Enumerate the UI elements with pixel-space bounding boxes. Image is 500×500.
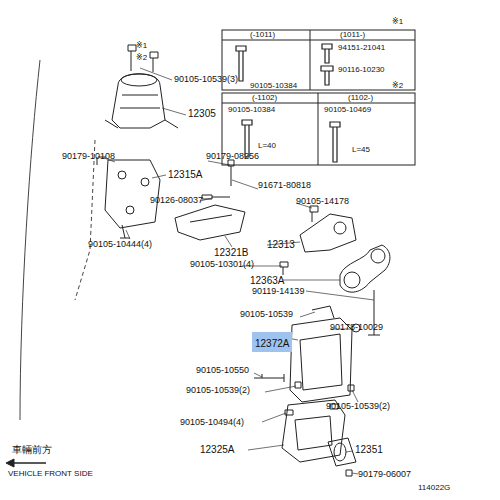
callout-number: 90116-10230	[338, 66, 385, 75]
part-number: 12305	[188, 108, 216, 119]
callout-number: 91671-80818	[258, 181, 311, 191]
part-number: 12315A	[168, 169, 202, 180]
part-number: 12363A	[250, 275, 284, 286]
callout-number: 90105-10444(4)	[88, 240, 152, 250]
callout-number: 90126-08037	[150, 196, 203, 206]
callout-number: 90179-10108	[62, 152, 115, 162]
callout-number: (-1102)	[252, 94, 277, 103]
callout-number: 90119-14139	[252, 287, 304, 297]
callout-number: 車輛前方	[12, 444, 52, 455]
part-number: 12321B	[214, 247, 248, 258]
callout-number: L=45	[352, 146, 370, 155]
callout-number: 114022G	[418, 484, 450, 493]
callout-number: (-1011)	[250, 31, 275, 40]
callout-number: 90179-06007	[358, 470, 411, 480]
callout-number: ※1	[136, 42, 147, 51]
callout-number: ※2	[136, 54, 147, 63]
callout-number: 94151-21041	[338, 44, 385, 53]
callout-number: 90105-10301(4)	[190, 260, 254, 270]
callout-number: 90178-10029	[330, 323, 383, 333]
callout-number: 90105-10384	[228, 106, 275, 115]
part-number: 12313	[267, 239, 295, 250]
callout-number: 90105-10384	[250, 82, 297, 91]
part-number: 12325A	[200, 444, 234, 455]
callout-number: VEHICLE FRONT SIDE	[8, 470, 93, 479]
part-number: 12351	[355, 444, 383, 455]
part-number: 12372A	[255, 338, 289, 349]
callout-number: 90105-14178	[296, 197, 349, 207]
callout-number: (1011-)	[340, 31, 365, 40]
callout-number: 90105-10550	[196, 366, 249, 376]
callout-number: ※2	[392, 82, 403, 91]
callout-number: 90179-08256	[206, 152, 259, 162]
callout-number: (1102-)	[348, 94, 373, 103]
callout-number: 90105-10539(2)	[186, 386, 250, 396]
callout-number: ※1	[392, 18, 403, 27]
callout-number: 90105-10494(4)	[180, 418, 244, 428]
callout-number: 90105-10539(3)	[174, 75, 238, 85]
callout-number: 90105-10539	[240, 310, 293, 320]
callout-number: 90105-10539(2)	[326, 402, 390, 412]
callout-number: L=40	[258, 142, 276, 151]
highlighted-part: 12372A	[252, 332, 292, 352]
callout-number: 90105-10469	[324, 106, 371, 115]
